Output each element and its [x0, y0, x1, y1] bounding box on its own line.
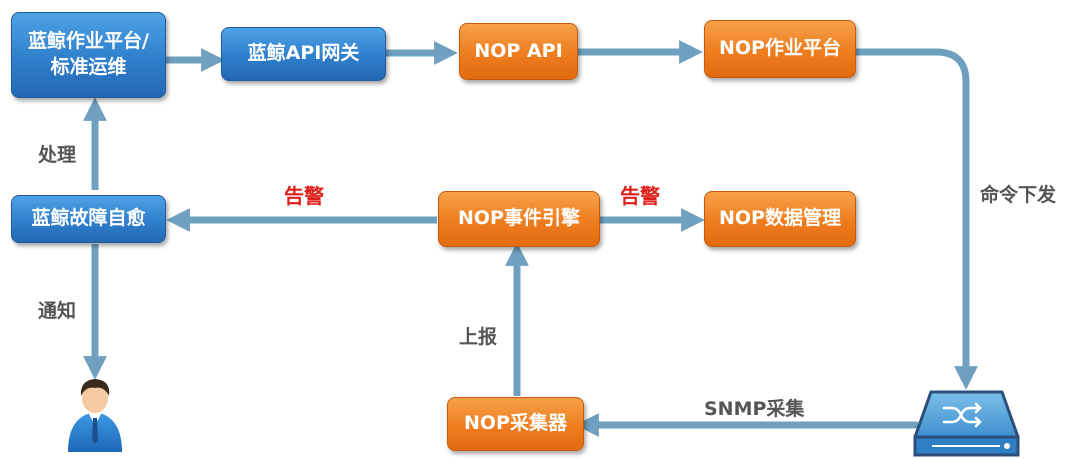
label-process: 处理	[38, 144, 77, 166]
node-nop-event-engine: NOP事件引擎	[438, 191, 600, 247]
label-alert-left: 告警	[284, 184, 324, 208]
label-command: 命令下发	[980, 184, 1057, 206]
node-lanjing-api-gateway: 蓝鲸API网关	[221, 27, 386, 81]
label-report: 上报	[459, 326, 498, 348]
user-avatar-icon	[68, 379, 122, 452]
arrow-command-down	[856, 48, 978, 390]
label-snmp: SNMP采集	[704, 398, 805, 420]
network-switch-icon	[913, 390, 1020, 457]
node-nop-api: NOP API	[459, 23, 578, 80]
label-alert-right: 告警	[620, 184, 660, 208]
node-nop-collector: NOP采集器	[447, 397, 584, 451]
node-lanjing-ops: 蓝鲸作业平台/ 标准运维	[11, 12, 166, 98]
label-notify: 通知	[38, 300, 77, 322]
node-nop-data-management: NOP数据管理	[704, 191, 856, 247]
node-nop-job-platform: NOP作业平台	[704, 20, 856, 78]
node-lanjing-self-heal: 蓝鲸故障自愈	[11, 195, 166, 243]
